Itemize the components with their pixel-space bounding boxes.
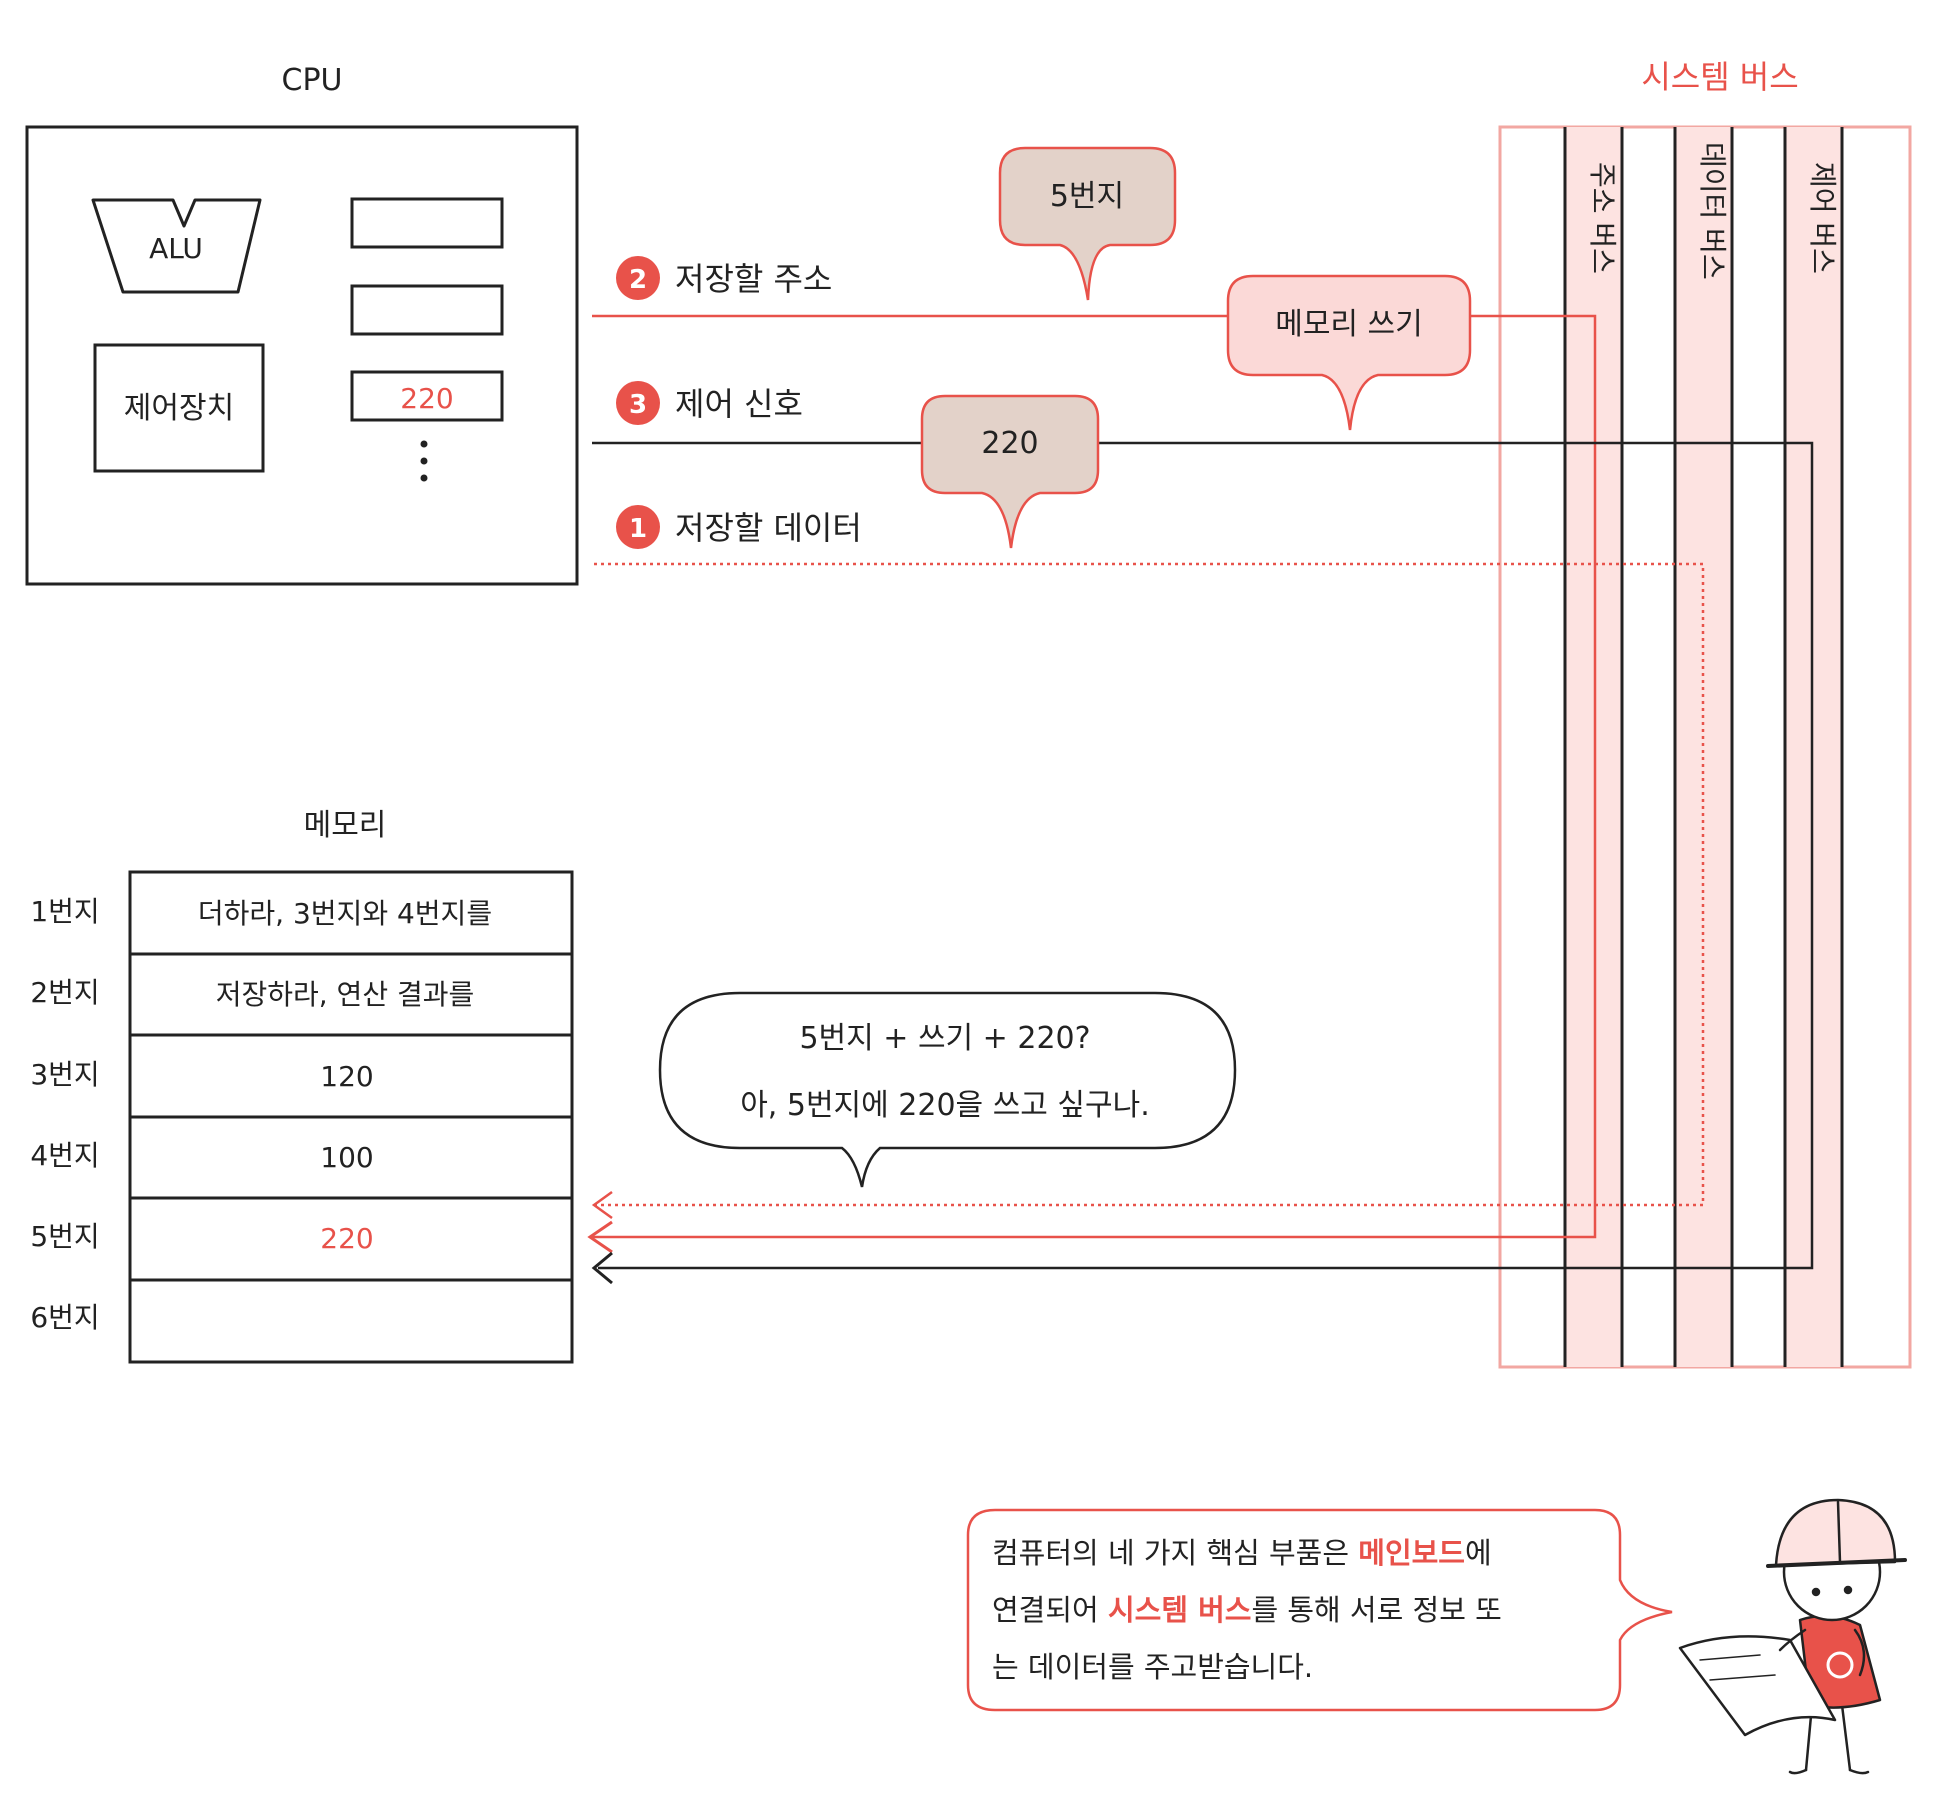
note-highlight-mainboard: 메인보드 [1358, 1536, 1465, 1570]
address-bus-fill [1565, 127, 1622, 1367]
address-bubble-shape [998, 146, 1177, 301]
memory-content: 더하라, 3번지와 4번지를 [198, 897, 492, 930]
memory-address: 1번지 [30, 895, 99, 928]
memory-content: 100 [320, 1141, 373, 1174]
thought-bubble-line2: 아, 5번지에 220을 쓰고 싶구나. [740, 1088, 1150, 1123]
address-bubble: 5번지 [998, 146, 1177, 301]
address-bus-label: 주소 버스 [1586, 162, 1619, 274]
step-3-number: 3 [629, 390, 647, 420]
address-line [592, 314, 1597, 1239]
cpu-title: CPU [282, 63, 343, 98]
step-1-label: 저장할 데이터 [675, 509, 862, 547]
memory-row: 1번지 더하라, 3번지와 4번지를 [30, 895, 492, 930]
data-bus-fill [1675, 127, 1732, 1367]
data-line [594, 562, 1705, 1207]
note-line2: 연결되어 시스템 버스를 통해 서로 정보 또 [992, 1593, 1502, 1627]
control-bus-fill [1785, 127, 1842, 1367]
system-bus-title: 시스템 버스 [1641, 58, 1798, 96]
register-dot-2 [420, 457, 428, 465]
data-arrowhead [591, 1190, 613, 1220]
control-line [592, 441, 1814, 1270]
memory-address: 4번지 [30, 1139, 99, 1172]
memory-row: 2번지 저장하라, 연산 결과를 [30, 976, 474, 1011]
step-3-badge [616, 381, 660, 425]
alu-shape [91, 198, 262, 294]
data-bus-label: 데이터 버스 [1696, 142, 1729, 280]
memory-address: 3번지 [30, 1058, 99, 1091]
step-2-badge [616, 256, 660, 300]
register-1 [350, 197, 504, 249]
memory-row-dividers [130, 952, 572, 1282]
note-bubble: 컴퓨터의 네 가지 핵심 부품은 메인보드에 연결되어 시스템 버스를 통해 서… [966, 1508, 1673, 1712]
address-bubble-text: 5번지 [1050, 179, 1124, 214]
note-highlight-system-bus: 시스템 버스 [1108, 1593, 1252, 1627]
memory-content: 저장하라, 연산 결과를 [216, 978, 475, 1011]
system-bus: 시스템 버스 주소 버스 데이터 버스 제어 버스 [1498, 58, 1912, 1369]
control-bubble: 메모리 쓰기 [1226, 274, 1472, 431]
data-bubble-text: 220 [981, 426, 1038, 461]
register-value: 220 [400, 382, 453, 415]
control-bus-label: 제어 버스 [1806, 162, 1839, 274]
thought-bubble: 5번지 + 쓰기 + 220? 아, 5번지에 220을 쓰고 싶구나. [658, 991, 1237, 1188]
register-dot-3 [420, 474, 428, 482]
note-line1: 컴퓨터의 네 가지 핵심 부품은 메인보드에 [992, 1536, 1492, 1570]
cpu-block: CPU ALU 제어장치 220 [25, 63, 579, 586]
data-bubble-shape [920, 394, 1100, 549]
memory-address: 2번지 [30, 976, 99, 1009]
control-bubble-text: 메모리 쓰기 [1275, 307, 1423, 342]
register-3 [350, 370, 504, 422]
memory-title: 메모리 [304, 808, 387, 843]
engineer-character-illustration [1678, 1498, 1907, 1775]
address-arrowhead [587, 1220, 613, 1254]
note-bubble-shape [966, 1508, 1673, 1712]
register-2 [350, 284, 504, 336]
step-1: 1 저장할 데이터 [616, 505, 862, 549]
memory-address: 5번지 [30, 1220, 99, 1253]
data-bubble: 220 [920, 394, 1100, 549]
control-arrowhead [591, 1251, 613, 1285]
step-2: 2 저장할 주소 [616, 256, 832, 300]
memory-row: 4번지 100 [30, 1139, 373, 1174]
step-1-badge [616, 505, 660, 549]
memory-address: 6번지 [30, 1301, 99, 1334]
memory-row: 6번지 [30, 1301, 99, 1334]
control-unit-box [93, 343, 265, 473]
alu-label: ALU [149, 232, 203, 265]
step-1-number: 1 [629, 514, 647, 544]
thought-bubble-shape [658, 991, 1237, 1188]
step-2-label: 저장할 주소 [675, 260, 832, 298]
bus-lines [1563, 127, 1844, 1367]
control-bubble-shape [1226, 274, 1472, 431]
memory-content: 220 [320, 1222, 373, 1255]
memory-row: 3번지 120 [30, 1058, 373, 1093]
memory-content: 120 [320, 1060, 373, 1093]
memory-block: 메모리 1번지 더하라, 3번지와 4번지를 2번지 저장하라, 연산 결과를 … [30, 808, 574, 1364]
memory-row: 5번지 220 [30, 1220, 373, 1255]
step-2-number: 2 [629, 265, 647, 295]
control-unit-label: 제어장치 [124, 391, 234, 426]
signal-lines [587, 314, 1814, 1285]
step-3-label: 제어 신호 [675, 385, 803, 423]
note-line3: 는 데이터를 주고받습니다. [992, 1650, 1313, 1684]
step-3: 3 제어 신호 [616, 381, 803, 425]
register-dot-1 [420, 440, 428, 448]
thought-bubble-line1: 5번지 + 쓰기 + 220? [799, 1021, 1090, 1056]
